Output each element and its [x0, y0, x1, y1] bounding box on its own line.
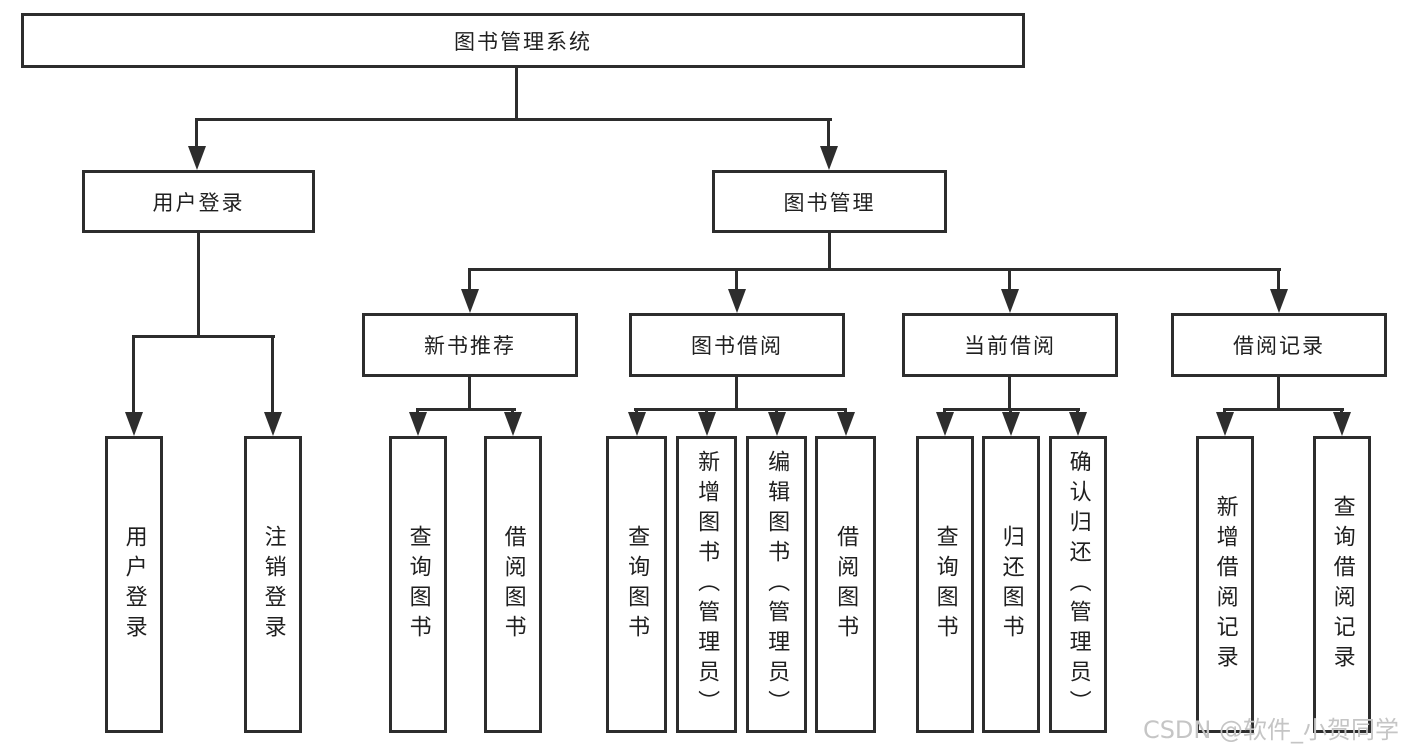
arrow-head [698, 412, 716, 436]
node-book-management: 图书管理 [712, 170, 947, 233]
node-user-login-label: 用户登录 [152, 190, 245, 215]
arrow-head [1002, 412, 1020, 436]
arrow-head [768, 412, 786, 436]
leaf-add-books-admin: 新增图书（管理员） [676, 436, 737, 733]
arrow-head [188, 146, 206, 170]
connector-line [828, 233, 831, 271]
connector-line [195, 118, 198, 148]
leaf-current-query-books: 查询图书 [916, 436, 974, 733]
arrow-head [264, 412, 282, 436]
connector-line [196, 118, 832, 121]
connector-line [271, 335, 274, 413]
arrow-head [1216, 412, 1234, 436]
leaf-logout: 注销登录 [244, 436, 302, 733]
node-library-system: 图书管理系统 [21, 13, 1025, 68]
arrow-head [461, 289, 479, 313]
node-new-book-recommend: 新书推荐 [362, 313, 578, 377]
connector-line [132, 335, 275, 338]
leaf-borrow-query-books: 查询图书 [606, 436, 667, 733]
leaf-return-books-label: 归还图书 [998, 524, 1024, 645]
arrow-head [936, 412, 954, 436]
connector-line [515, 68, 518, 118]
arrow-head [1270, 289, 1288, 313]
leaf-current-query-books-label: 查询图书 [932, 524, 958, 645]
arrow-head [820, 146, 838, 170]
leaf-return-books: 归还图书 [982, 436, 1040, 733]
node-new-book-recommend-label: 新书推荐 [424, 334, 516, 358]
connector-line [1008, 268, 1011, 292]
leaf-recommend-query-books-label: 查询图书 [405, 524, 431, 645]
leaf-query-borrow-record-label: 查询借阅记录 [1329, 494, 1355, 675]
connector-line [468, 377, 471, 409]
leaf-user-login-label: 用户登录 [121, 524, 147, 645]
node-borrow-records-label: 借阅记录 [1233, 334, 1325, 358]
arrow-head [504, 412, 522, 436]
leaf-edit-books-admin: 编辑图书（管理员） [746, 436, 807, 733]
leaf-recommend-borrow-books: 借阅图书 [484, 436, 542, 733]
leaf-borrow-books: 借阅图书 [815, 436, 876, 733]
arrow-head [1333, 412, 1351, 436]
leaf-confirm-return-admin-label: 确认归还（管理员） [1065, 449, 1091, 720]
connector-line [468, 268, 1281, 271]
connector-line [827, 118, 830, 148]
arrow-head [1001, 289, 1019, 313]
watermark: CSDN @软件_小贺同学 [1142, 716, 1399, 744]
leaf-logout-label: 注销登录 [260, 524, 286, 645]
leaf-recommend-borrow-books-label: 借阅图书 [500, 524, 526, 645]
arrow-head [1069, 412, 1087, 436]
arrow-head [837, 412, 855, 436]
leaf-add-books-admin-label: 新增图书（管理员） [694, 449, 720, 720]
leaf-add-borrow-record-label: 新增借阅记录 [1212, 494, 1238, 675]
connector-line [735, 268, 738, 292]
leaf-add-borrow-record: 新增借阅记录 [1196, 436, 1254, 733]
leaf-borrow-query-books-label: 查询图书 [624, 524, 650, 645]
connector-line [634, 408, 846, 411]
arrow-head [125, 412, 143, 436]
leaf-user-login: 用户登录 [105, 436, 163, 733]
arrow-head [728, 289, 746, 313]
node-book-borrow-label: 图书借阅 [691, 334, 783, 358]
node-book-management-label: 图书管理 [783, 190, 876, 215]
node-current-borrow: 当前借阅 [902, 313, 1118, 377]
leaf-confirm-return-admin: 确认归还（管理员） [1049, 436, 1107, 733]
node-current-borrow-label: 当前借阅 [964, 334, 1056, 358]
connector-line [1277, 268, 1280, 292]
connector-line [1008, 377, 1011, 409]
connector-line [197, 233, 200, 335]
node-book-borrow: 图书借阅 [629, 313, 845, 377]
leaf-borrow-books-label: 借阅图书 [833, 524, 859, 645]
arrow-head [628, 412, 646, 436]
connector-line [735, 377, 738, 409]
node-library-system-label: 图书管理系统 [454, 29, 592, 54]
arrow-head [409, 412, 427, 436]
connector-line [1277, 377, 1280, 409]
connector-line [468, 268, 471, 292]
connector-line [416, 408, 516, 411]
leaf-edit-books-admin-label: 编辑图书（管理员） [764, 449, 790, 720]
node-user-login: 用户登录 [82, 170, 315, 233]
leaf-query-borrow-record: 查询借阅记录 [1313, 436, 1371, 733]
connector-line [132, 335, 135, 413]
leaf-recommend-query-books: 查询图书 [389, 436, 447, 733]
node-borrow-records: 借阅记录 [1171, 313, 1387, 377]
connector-line [1223, 408, 1344, 411]
